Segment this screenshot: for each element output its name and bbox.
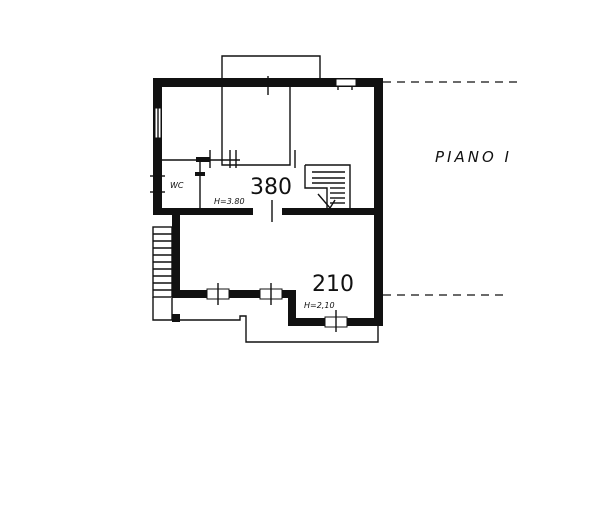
bottom-balcony: [172, 314, 379, 343]
window-right-top: [335, 78, 357, 87]
partition-wall: [153, 200, 383, 222]
wc-label: WC: [170, 181, 184, 190]
top-balcony: [221, 55, 321, 80]
window-bottom-right: [324, 310, 348, 332]
upper-room-furniture: [221, 76, 353, 166]
window-bottom-mid: [259, 283, 283, 305]
upper-room-height-note: H=3.80: [214, 197, 245, 206]
extension-lines: [383, 81, 520, 296]
upper-room-height: 380: [250, 175, 292, 200]
window-bottom-left: [206, 283, 230, 305]
staircase-upper: [304, 164, 351, 210]
lower-room-height: 210: [312, 272, 354, 297]
staircase-left: [152, 226, 173, 321]
floor-label: PIANO I: [435, 148, 512, 166]
window-left-upper: [154, 107, 162, 139]
wc-room: [150, 150, 296, 208]
lower-room-height-note: H=2,10: [304, 301, 335, 310]
